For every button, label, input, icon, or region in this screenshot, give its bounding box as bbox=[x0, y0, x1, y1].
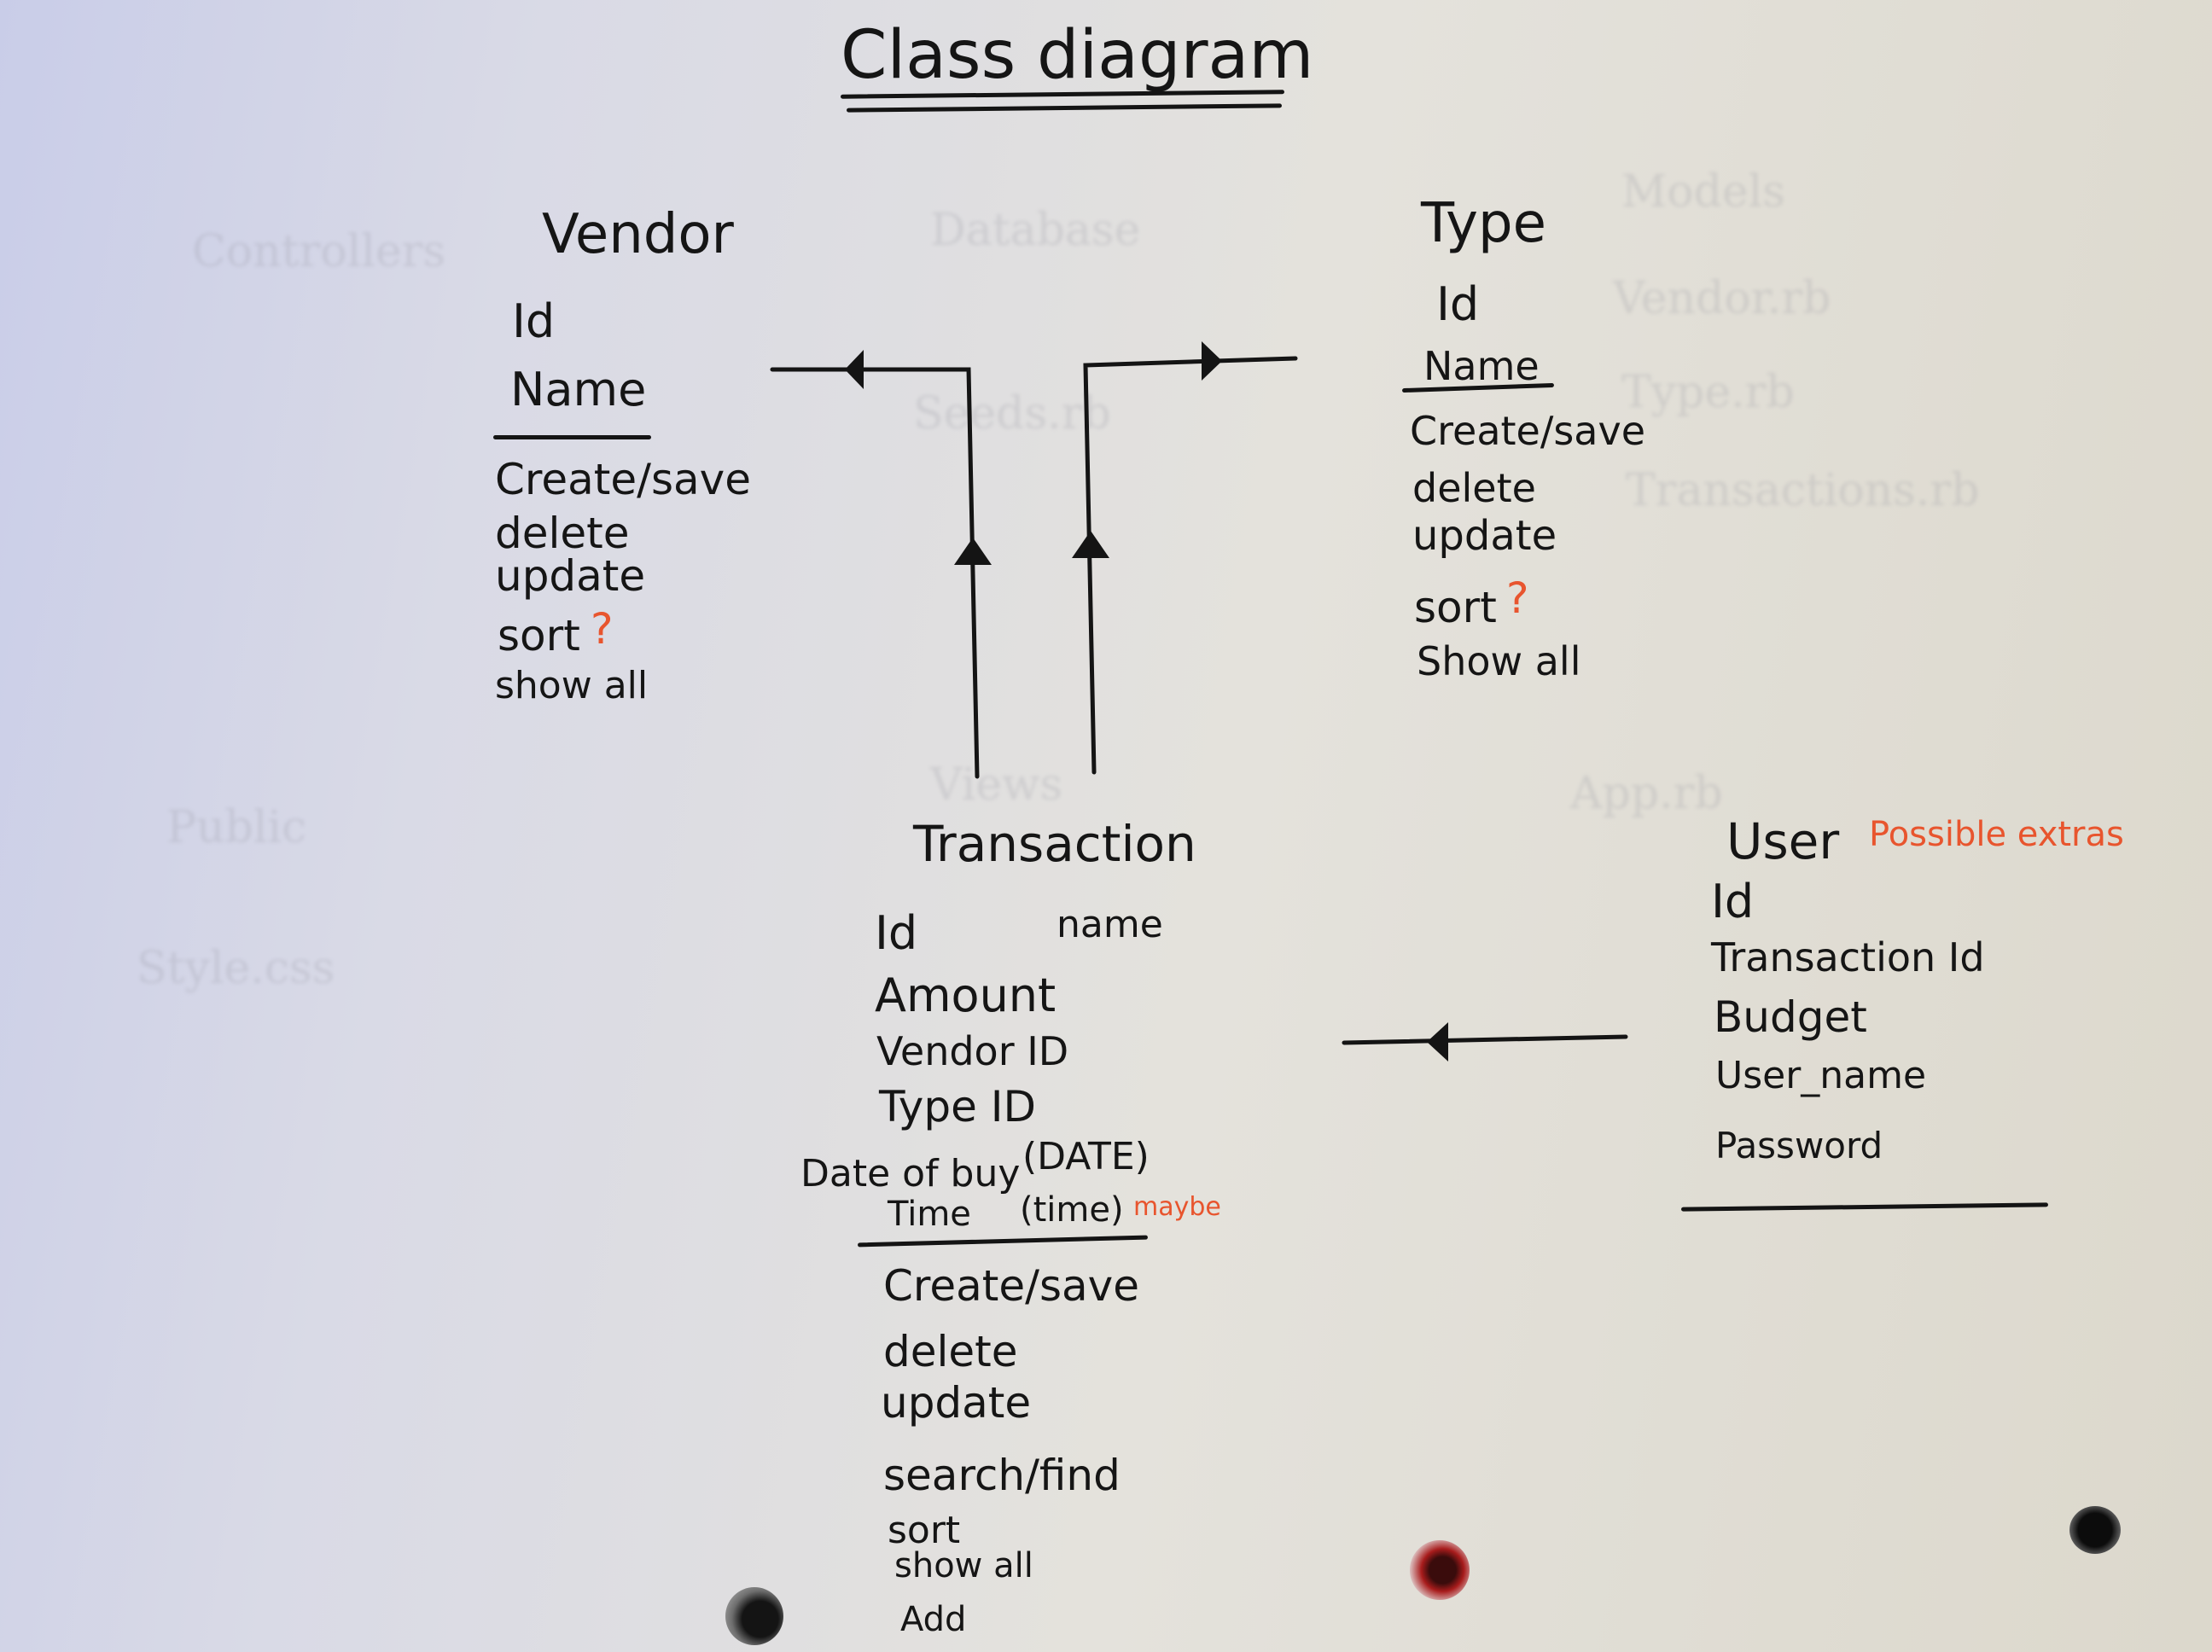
type-method-sort: sort bbox=[1414, 583, 1497, 632]
vendor-transaction-link bbox=[770, 367, 980, 779]
vendor-method-show-all: show all bbox=[495, 664, 649, 707]
arrowhead-type bbox=[1202, 341, 1222, 381]
transaction-attr-type-id: Type ID bbox=[879, 1082, 1036, 1131]
user-attr-password: Password bbox=[1715, 1125, 1883, 1166]
user-attr-budget: Budget bbox=[1714, 992, 1867, 1042]
user-transaction-link bbox=[1342, 1034, 1628, 1045]
vendor-sort-question-mark: ? bbox=[591, 604, 614, 654]
vendor-divider bbox=[493, 435, 651, 439]
transaction-method-create: Create/save bbox=[883, 1261, 1140, 1311]
transaction-attr-time: Time bbox=[888, 1195, 971, 1234]
binder-hole-middle bbox=[1410, 1540, 1470, 1600]
transaction-attr-id: Id bbox=[875, 906, 918, 960]
user-attr-transaction-id: Transaction Id bbox=[1711, 934, 1985, 980]
transaction-attr-amount: Amount bbox=[875, 969, 1057, 1022]
ghost-public: Public bbox=[166, 802, 307, 853]
vendor-method-create: Create/save bbox=[495, 455, 752, 504]
ghost-views: Views bbox=[930, 759, 1063, 811]
ghost-vendor-rb: Vendor.rb bbox=[1613, 273, 1831, 324]
type-method-show-all: Show all bbox=[1417, 638, 1581, 684]
transaction-method-search: search/find bbox=[883, 1451, 1121, 1500]
ghost-seeds: Seeds.rb bbox=[913, 388, 1111, 439]
user-attr-id: Id bbox=[1711, 875, 1755, 928]
page-title: Class diagram bbox=[841, 17, 1314, 94]
binder-hole-left bbox=[725, 1587, 783, 1645]
arrowhead-user bbox=[1427, 1022, 1448, 1062]
type-sort-question-mark: ? bbox=[1506, 573, 1529, 623]
type-attr-id: Id bbox=[1436, 277, 1480, 331]
transaction-method-delete: delete bbox=[883, 1327, 1018, 1376]
transaction-method-show-all: show all bbox=[894, 1546, 1033, 1585]
transaction-date-type: (DATE) bbox=[1022, 1135, 1150, 1178]
ghost-models: Models bbox=[1621, 166, 1785, 218]
arrowhead-type-vertical bbox=[1072, 531, 1109, 558]
ghost-controllers: Controllers bbox=[192, 226, 446, 277]
type-method-update: update bbox=[1412, 512, 1557, 560]
transaction-method-update: update bbox=[881, 1378, 1032, 1428]
type-method-create: Create/save bbox=[1410, 408, 1646, 454]
user-possible-extras-note: Possible extras bbox=[1869, 815, 2124, 854]
vendor-attr-name: Name bbox=[510, 363, 647, 416]
transaction-class-name: Transaction bbox=[913, 815, 1196, 873]
vendor-method-delete: delete bbox=[495, 509, 630, 558]
ghost-database: Database bbox=[930, 205, 1141, 256]
transaction-time-type: (time) bbox=[1020, 1190, 1124, 1230]
transaction-maybe-note: maybe bbox=[1133, 1192, 1221, 1222]
transaction-attr-date: Date of buy bbox=[800, 1152, 1021, 1195]
type-transaction-link bbox=[1083, 356, 1298, 775]
ghost-transactions-rb: Transactions.rb bbox=[1626, 465, 1980, 516]
ghost-type-rb: Type.rb bbox=[1621, 367, 1795, 418]
ghost-style: Style.css bbox=[137, 943, 335, 994]
transaction-method-add: Add bbox=[900, 1600, 967, 1639]
arrowhead-vendor bbox=[845, 350, 864, 389]
type-attr-name: Name bbox=[1423, 343, 1540, 389]
transaction-attr-vendor-id: Vendor ID bbox=[876, 1028, 1069, 1074]
vendor-method-sort: sort bbox=[498, 611, 580, 660]
transaction-attr-name: name bbox=[1057, 903, 1163, 946]
vendor-method-update: update bbox=[495, 551, 646, 601]
user-class-name: User bbox=[1726, 812, 1840, 870]
binder-hole-right bbox=[2069, 1506, 2121, 1554]
type-class-name: Type bbox=[1421, 192, 1546, 255]
type-method-delete: delete bbox=[1412, 465, 1536, 511]
vendor-attr-id: Id bbox=[512, 294, 556, 348]
vendor-class-name: Vendor bbox=[542, 203, 734, 266]
transaction-method-sort: sort bbox=[888, 1509, 961, 1552]
ghost-app: App.rb bbox=[1570, 768, 1723, 819]
user-attr-username: User_name bbox=[1715, 1054, 1927, 1097]
arrowhead-vendor-vertical bbox=[954, 538, 992, 565]
